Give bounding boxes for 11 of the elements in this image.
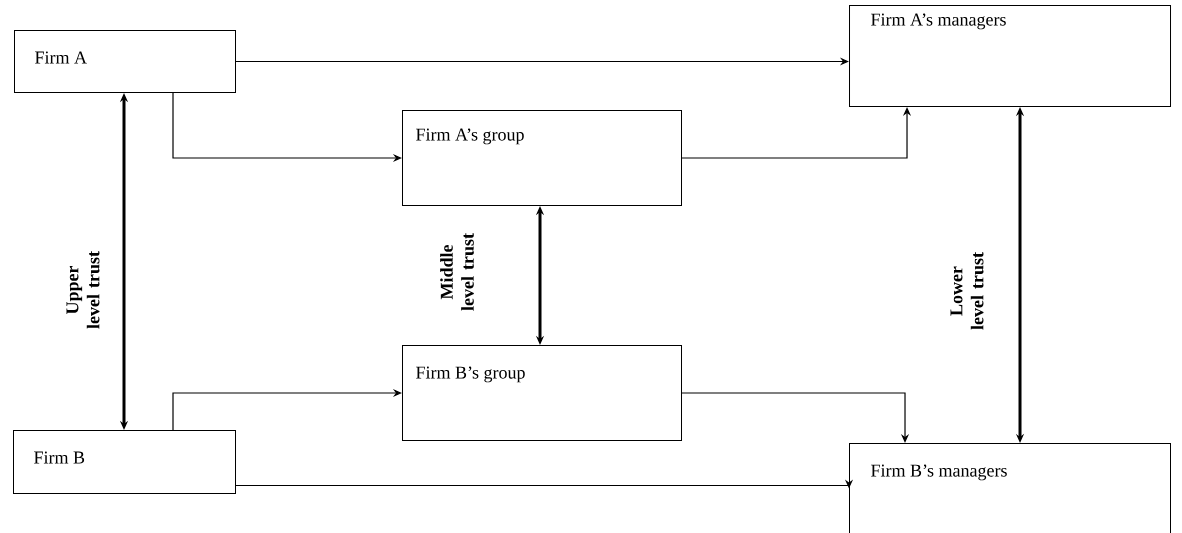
firm-box: Firm A’s managers — [849, 5, 1171, 107]
arrow — [172, 388, 402, 431]
firm-box: Firm A — [14, 30, 236, 93]
edge-label: Middle level trust — [440, 233, 474, 311]
edge-label: Upper level trust — [66, 251, 100, 329]
firm-box: Firm B’s managers — [849, 443, 1171, 533]
firm-box: Firm B — [13, 430, 236, 494]
edge-label: Lower level trust — [950, 252, 984, 330]
firm-box: Firm B’s group — [402, 345, 682, 441]
firm-box: Firm A’s group — [402, 110, 682, 206]
arrow — [681, 392, 910, 443]
